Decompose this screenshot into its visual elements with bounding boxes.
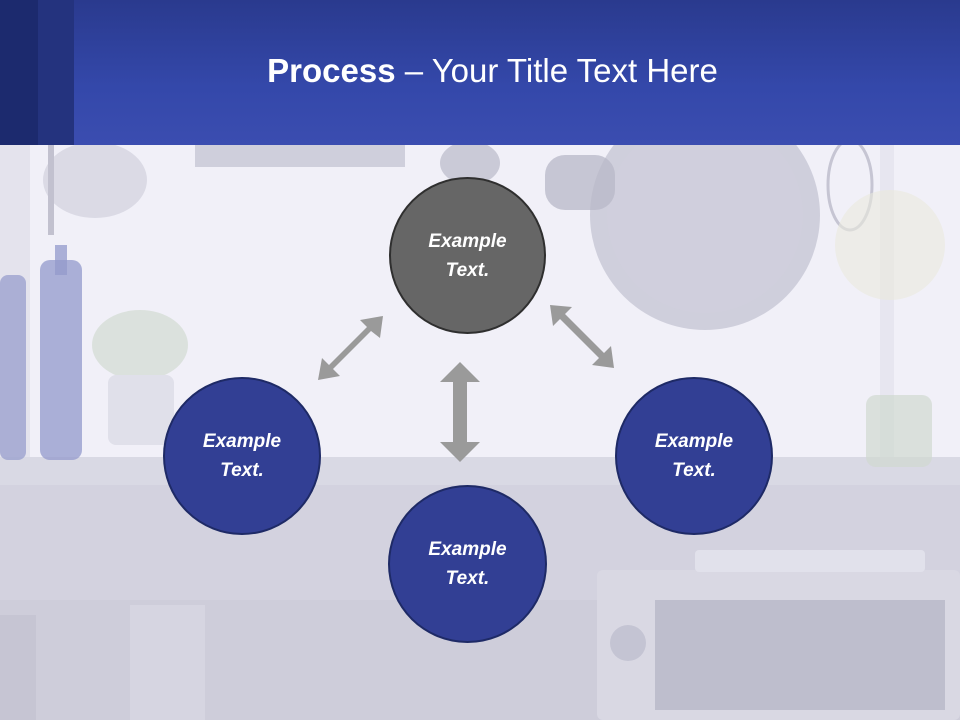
process-node-left[interactable]: Example Text. xyxy=(163,377,321,535)
double-arrow-right-icon xyxy=(550,305,614,368)
process-node-right[interactable]: Example Text. xyxy=(615,377,773,535)
node-top-label: Example Text. xyxy=(428,230,507,281)
title-banner xyxy=(0,0,960,145)
banner-accent-dark xyxy=(0,0,38,145)
process-node-top[interactable]: Example Text. xyxy=(389,177,546,334)
node-bottom-label: Example Text. xyxy=(428,539,507,589)
double-arrow-left-icon xyxy=(318,316,383,380)
title-bold: Process xyxy=(267,52,396,89)
slide-title[interactable]: Process – Your Title Text Here xyxy=(0,52,960,90)
node-right-label: Example Text. xyxy=(654,431,734,481)
banner-accent-mid xyxy=(38,0,74,145)
node-left-label: Example Text. xyxy=(202,431,282,481)
title-rest: – Your Title Text Here xyxy=(395,52,718,89)
double-arrow-vertical-icon xyxy=(440,362,480,462)
process-node-bottom[interactable]: Example Text. xyxy=(388,485,547,643)
